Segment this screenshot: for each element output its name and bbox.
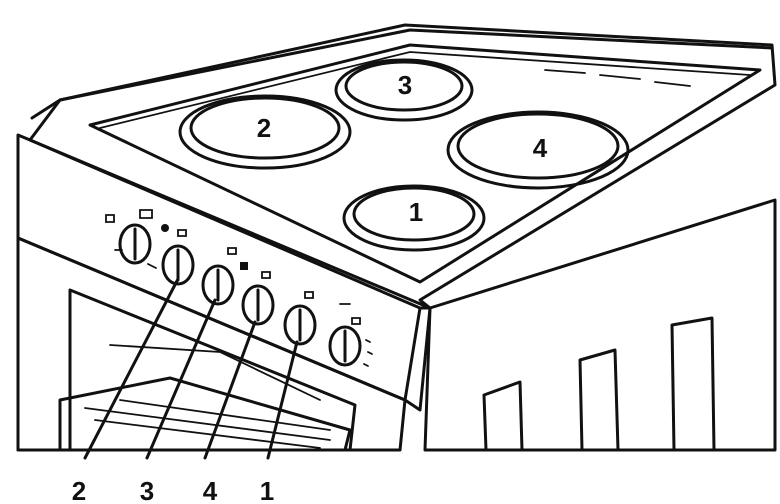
leader-knob-4: [203, 320, 257, 460]
knob-callout-3: 3: [140, 476, 154, 504]
knob-zone-1: [283, 304, 317, 346]
hotplate-label-front-left: 4: [533, 133, 548, 163]
knob-zone-4: [241, 284, 275, 326]
leader-knob-2: [83, 277, 180, 460]
control-panel: [16, 133, 432, 412]
callout-leaders: [83, 277, 299, 460]
knob-oven-function: [118, 223, 152, 265]
leader-knob-1: [266, 340, 299, 460]
hotplate-back-right: [334, 58, 474, 122]
hotplate-back-left: [178, 94, 352, 170]
oven-front: [16, 236, 407, 452]
hotplate-front-left: [446, 110, 630, 190]
hotplate-front-right: [342, 184, 486, 252]
leader-knob-3: [145, 298, 217, 460]
knob-callout-1: 1: [260, 476, 274, 504]
panel-symbols: [105, 209, 361, 325]
hotplate-label-back-right: 3: [398, 70, 412, 100]
hotplate-label-back-left: 2: [257, 113, 271, 143]
knob-callout-2: 2: [72, 476, 86, 504]
knob-thermostat: [328, 325, 373, 367]
hob-top: [28, 23, 777, 310]
knob-callout-4: 4: [203, 476, 218, 504]
hotplate-label-front-right: 1: [409, 197, 423, 227]
knob-zone-2: [161, 244, 195, 286]
side-panel: [423, 198, 777, 452]
knob-zone-3: [201, 264, 235, 306]
